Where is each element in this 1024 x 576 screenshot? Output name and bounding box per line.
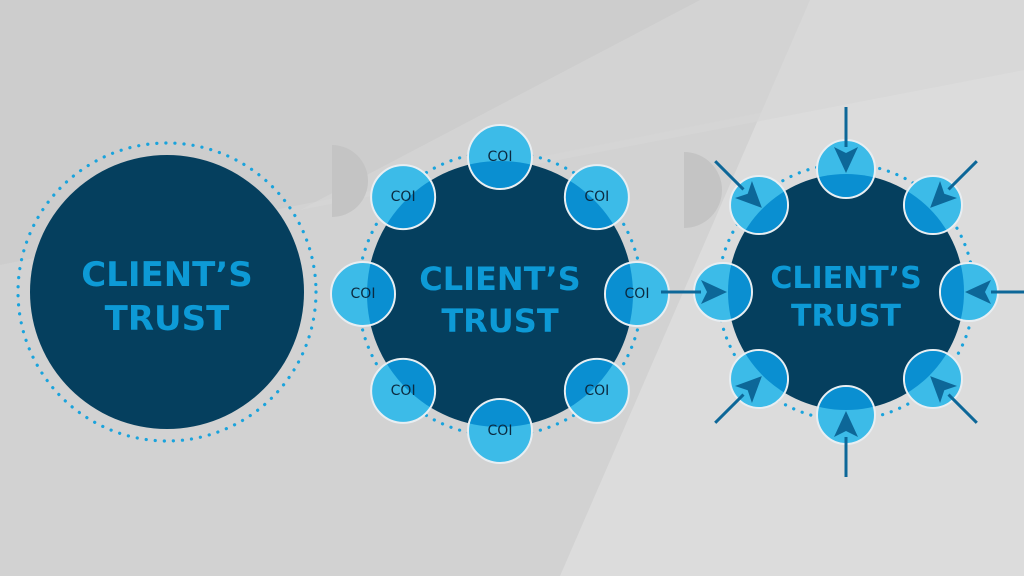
- satellite-label: COI: [625, 286, 650, 302]
- title-line-2: TRUST: [791, 299, 902, 334]
- satellite-overlap: [818, 387, 874, 410]
- arrow-shaft: [947, 160, 978, 191]
- satellite-coi: COI: [467, 124, 533, 190]
- core-circle: [728, 174, 964, 410]
- title-line-1: CLIENT’S: [770, 261, 921, 296]
- satellite-coi: [902, 160, 978, 236]
- title-line-2: TRUST: [105, 299, 230, 339]
- satellite-label: COI: [584, 383, 609, 399]
- core-circle: [30, 155, 304, 429]
- satellite-overlap: [818, 174, 874, 197]
- arrow-head-icon: [701, 280, 727, 304]
- satellite-coi: COI: [330, 261, 396, 327]
- satellite-overlap: [606, 263, 633, 325]
- satellite-label: COI: [488, 149, 513, 165]
- satellite-coi: COI: [604, 261, 670, 327]
- arrow-shaft: [714, 393, 745, 424]
- arrow-head-icon: [834, 411, 858, 437]
- arrow-head-icon: [734, 376, 762, 404]
- satellite-coi: [902, 348, 978, 424]
- arrow-head-icon: [734, 180, 762, 208]
- dotted-ring: [16, 141, 318, 443]
- satellite-coi: COI: [563, 357, 630, 424]
- arrow-head-icon: [834, 147, 858, 173]
- satellite-overlap: [469, 400, 531, 427]
- satellite-coi: [714, 160, 790, 236]
- satellite-overlap: [728, 264, 751, 320]
- satellite-label: COI: [488, 423, 513, 439]
- satellite-label: COI: [351, 286, 376, 302]
- divider-chevron-1: [332, 145, 368, 217]
- core-circle: [367, 161, 633, 427]
- arrow-shaft: [714, 160, 745, 191]
- satellite-coi: COI: [370, 357, 437, 424]
- satellite-coi: COI: [370, 164, 437, 231]
- satellite-overlap: [367, 263, 394, 325]
- satellite-overlap: [469, 161, 531, 188]
- satellite-coi: COI: [563, 164, 630, 231]
- title-line-1: CLIENT’S: [419, 260, 580, 298]
- title-line-2: TRUST: [441, 302, 559, 340]
- diagram-coi: CLIENT’S TRUST COI COI COI COI COI COI COI COI: [330, 124, 670, 464]
- arrow-shaft: [947, 393, 978, 424]
- arrow-head-icon: [930, 180, 958, 208]
- arrow-head-icon: [930, 376, 958, 404]
- satellite-coi: [939, 262, 1024, 322]
- satellite-coi: [816, 107, 876, 199]
- satellite-coi: [714, 348, 790, 424]
- satellite-coi: COI: [467, 398, 533, 464]
- divider-chevron-2: [684, 152, 722, 228]
- satellite-label: COI: [391, 383, 416, 399]
- satellite-overlap: [941, 264, 964, 320]
- satellite-label: COI: [584, 189, 609, 205]
- satellite-coi: [816, 385, 876, 477]
- arrow-head-icon: [965, 280, 991, 304]
- satellite-coi: [661, 262, 753, 322]
- satellite-label: COI: [391, 189, 416, 205]
- title-line-1: CLIENT’S: [81, 255, 253, 295]
